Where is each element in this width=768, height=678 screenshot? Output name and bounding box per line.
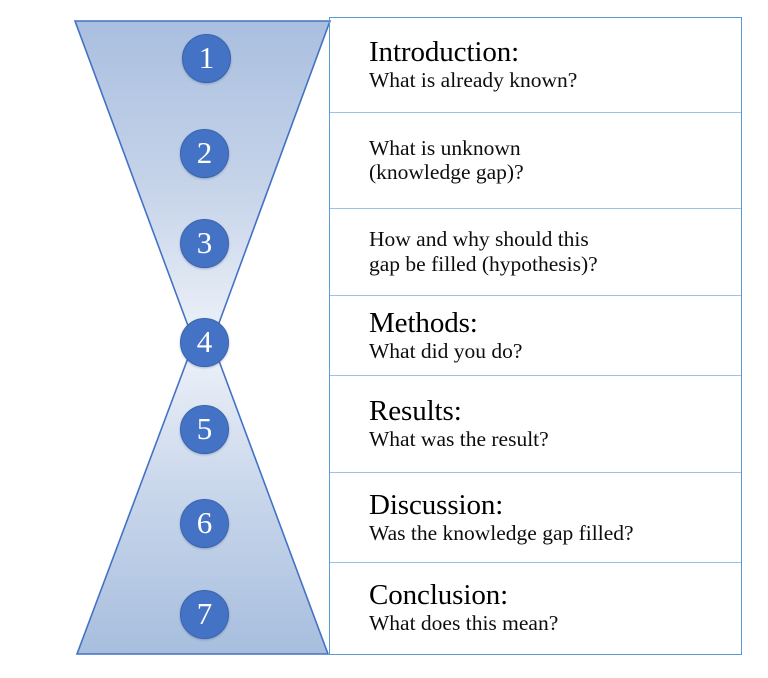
step-badge-3[interactable]: 3 [180,219,229,268]
row-body: What does this mean? [369,611,559,636]
row-heading: Discussion: [369,488,504,521]
table-row-conclusion[interactable]: Conclusion: What does this mean? [330,562,741,653]
row-body: What is already known? [369,68,578,93]
table-row-hypothesis[interactable]: How and why should this gap be filled (h… [330,207,741,295]
row-body: What was the result? [369,427,549,452]
row-heading: Conclusion: [369,579,509,612]
step-badge-4[interactable]: 4 [180,318,229,367]
row-heading: Methods: [369,306,478,339]
step-badge-7[interactable]: 7 [180,590,229,639]
row-heading: Introduction: [369,35,520,68]
step-number: 6 [196,505,213,540]
step-number: 7 [196,596,213,631]
row-body: Was the knowledge gap filled? [369,520,634,545]
table-row-results[interactable]: Results: What was the result? [330,375,741,472]
table-row-knowledge-gap[interactable]: What is unknown (knowledge gap)? [330,111,741,208]
step-number: 2 [196,135,213,170]
step-number: 4 [196,324,213,359]
step-badge-6[interactable]: 6 [180,499,229,548]
row-body: What is unknown (knowledge gap)? [369,135,524,185]
step-number: 3 [196,225,213,260]
table-row-introduction[interactable]: Introduction: What is already known? [330,18,741,112]
table-row-methods[interactable]: Methods: What did you do? [330,295,741,375]
step-number: 1 [198,40,215,75]
row-body: What did you do? [369,338,523,363]
table-row-discussion[interactable]: Discussion: Was the knowledge gap filled… [330,472,741,562]
row-heading: Results: [369,395,462,428]
step-number: 5 [196,411,213,446]
step-badge-5[interactable]: 5 [180,405,229,454]
step-badge-2[interactable]: 2 [180,129,229,178]
step-badge-1[interactable]: 1 [182,34,231,83]
steps-table: Introduction: What is already known? Wha… [329,17,742,655]
row-body: How and why should this gap be filled (h… [369,227,598,276]
